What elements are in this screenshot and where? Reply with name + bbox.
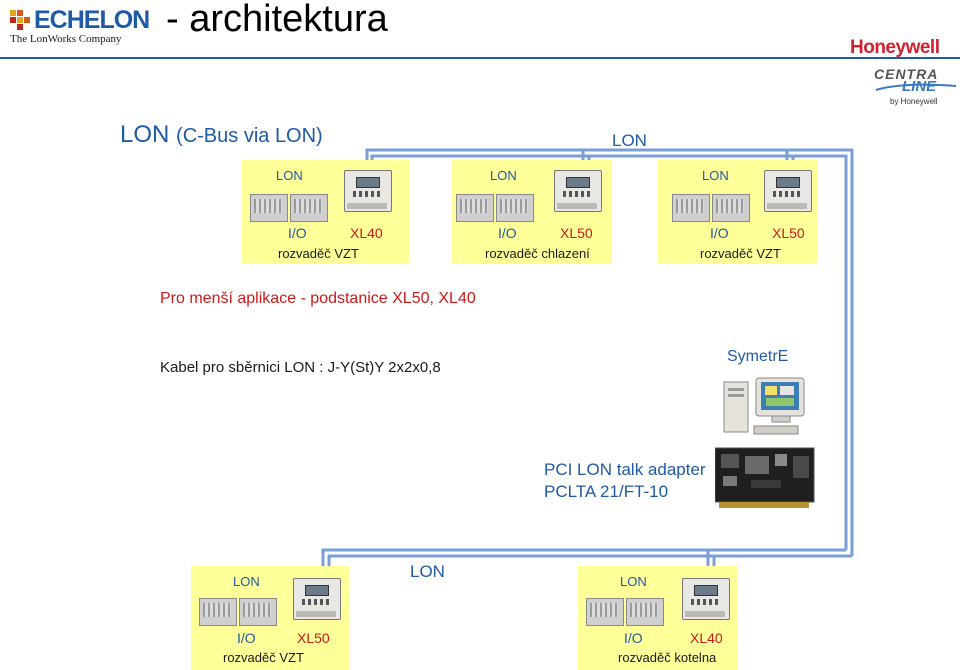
adapter-label-line2: PCLTA 21/FT-10 [544,482,669,501]
io-module-image [496,194,534,222]
xl-label: XL40 [690,630,723,646]
controller-image [682,578,730,620]
substations-note: Pro menší aplikace - podstanice XL50, XL… [160,290,476,307]
cable-note: Kabel pro sběrnici LON : J-Y(St)Y 2x2x0,… [160,359,441,376]
panel-lon-label: LON [233,574,260,589]
pci-card-image [715,447,815,508]
io-module-image [290,194,328,222]
line-word: LINE [902,78,937,95]
bottom-bus-label: LON [410,562,445,581]
panel-kotelna-xl40: LON I/O XL40 rozvaděč kotelna [578,566,738,670]
panel-vzt-xl50-bottom: LON I/O XL50 rozvaděč VZT [191,566,349,670]
io-module-image [199,598,237,626]
xl-label: XL50 [297,630,330,646]
adapter-label: PCI LON talk adapter PCLTA 21/FT-10 [544,459,706,503]
xl-label: XL40 [350,225,383,241]
xl-label: XL50 [772,225,805,241]
panel-caption: rozvaděč VZT [278,246,359,261]
lon-heading-prefix: LON [120,121,170,148]
top-bus-line [365,148,854,556]
io-label: I/O [288,225,307,241]
top-bus-label: LON [612,131,647,150]
io-module-image [250,194,288,222]
panel-vzt-xl50-top: LON I/O XL50 rozvaděč VZT [658,160,818,264]
centra-word: CENTRA [874,66,939,82]
controller-image [293,578,341,620]
controller-image [554,170,602,212]
io-module-image [712,194,750,222]
panel-caption: rozvaděč VZT [223,650,304,665]
panel-caption: rozvaděč kotelna [618,650,717,665]
echelon-subtitle: The LonWorks Company [10,33,122,45]
lon-heading: LON (C-Bus via LON) [120,121,323,149]
xl-label: XL50 [560,225,593,241]
panel-lon-label: LON [490,168,517,183]
panel-vzt-xl40: LON I/O XL40 rozvaděč VZT [242,160,410,264]
panel-caption: rozvaděč VZT [700,246,781,261]
centraline-swoosh-icon [875,83,957,91]
lon-heading-suffix: (C-Bus via LON) [176,125,323,147]
pc-workstation-icon [723,377,805,435]
header-divider [0,57,960,59]
panel-lon-label: LON [702,168,729,183]
io-label: I/O [624,630,643,646]
io-module-image [456,194,494,222]
io-label: I/O [498,225,517,241]
io-module-image [672,194,710,222]
symetre-label: SymetrE [727,348,789,365]
panel-chlazeni-xl50: LON I/O XL50 rozvaděč chlazení [452,160,612,264]
echelon-logo: ECHELON The LonWorks Company [8,6,158,46]
centraline-logo: CENTRA LINE by Honeywell [872,66,958,110]
io-module-image [626,598,664,626]
panel-caption: rozvaděč chlazení [485,246,590,261]
io-label: I/O [237,630,256,646]
controller-image [344,170,392,212]
page-title: - architektura [166,0,388,40]
io-label: I/O [710,225,729,241]
controller-image [764,170,812,212]
panel-lon-label: LON [620,574,647,589]
adapter-label-line1: PCI LON talk adapter [544,460,706,479]
echelon-word: ECHELON [34,6,150,34]
echelon-logo-icon [10,10,30,30]
panel-lon-label: LON [276,168,303,183]
honeywell-logo: Honeywell [850,37,940,58]
io-module-image [586,598,624,626]
io-module-image [239,598,277,626]
by-honeywell: by Honeywell [890,97,938,106]
